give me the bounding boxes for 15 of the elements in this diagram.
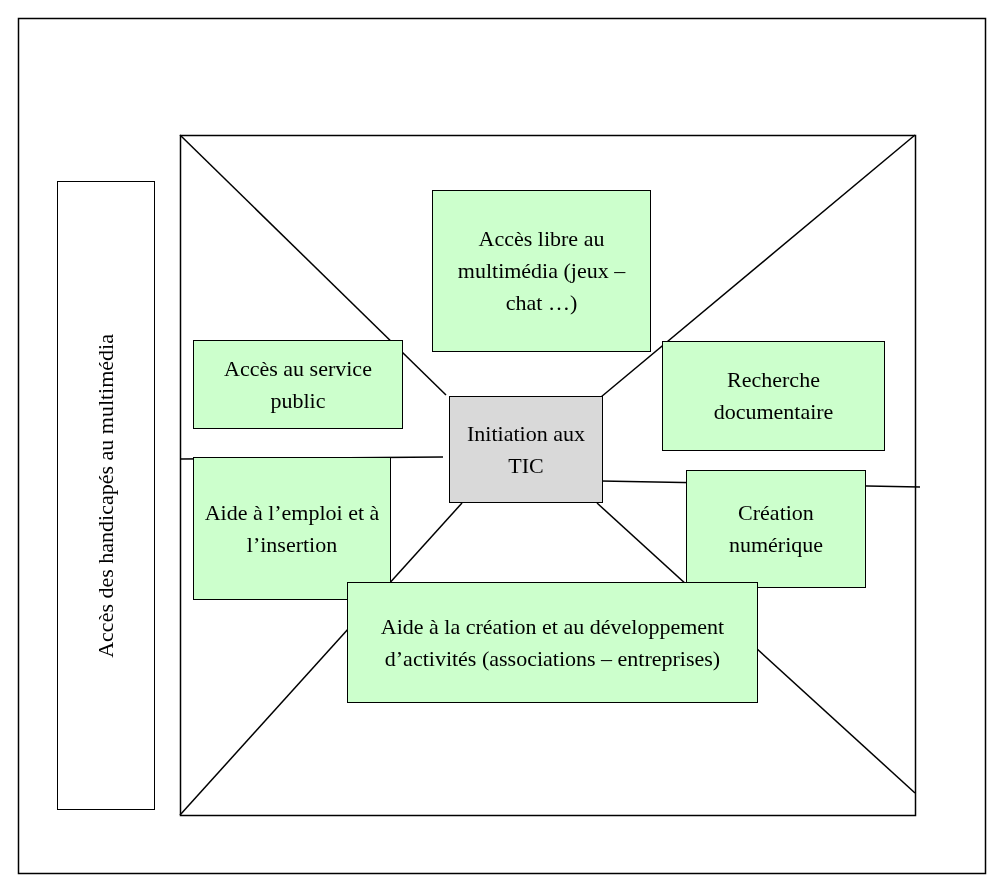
topic-box: [686, 470, 866, 588]
box-text: Accès au service public: [223, 354, 373, 415]
vertical-box: [57, 181, 155, 810]
box-text: Initiation aux TIC: [466, 419, 586, 480]
topic-box: [432, 190, 651, 352]
topic-box: [662, 341, 885, 451]
box-text: Aide à l’emploi et à l’insertion: [203, 498, 381, 559]
topic-box: [347, 582, 758, 703]
box-text: Aide à la création et au développement d’activités (associations – entreprises): [379, 612, 726, 673]
topic-box: [193, 340, 403, 429]
box-text: Recherche documentaire: [712, 366, 835, 426]
topic-box: [193, 457, 391, 600]
center-box: [449, 396, 603, 503]
box-text: Accès libre au multimédia (jeux – chat …): [456, 225, 627, 317]
box-text: Création numérique: [727, 499, 825, 559]
